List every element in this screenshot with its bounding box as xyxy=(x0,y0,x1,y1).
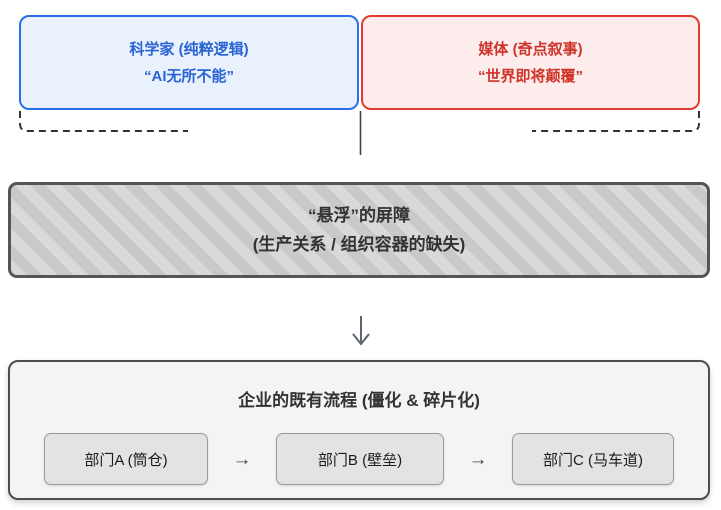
dept-a-box: 部门A (筒仓) xyxy=(44,433,208,485)
scientist-box-line1: 科学家 (纯粹逻辑) xyxy=(129,40,249,58)
barrier-box: “悬浮”的屏障 (生产关系 / 组织容器的缺失) xyxy=(8,182,710,278)
barrier-line2: (生产关系 / 组织容器的缺失) xyxy=(252,235,466,254)
right-arrow-icon: → xyxy=(468,448,488,470)
department-row: 部门A (筒仓) → 部门B (壁垒) → 部门C (马车道) xyxy=(10,433,708,485)
process-container: 企业的既有流程 (僵化 & 碎片化) 部门A (筒仓) → 部门B (壁垒) →… xyxy=(8,360,710,500)
down-arrow-head xyxy=(352,333,370,346)
dept-c-box: 部门C (马车道) xyxy=(512,433,674,485)
dept-b-box: 部门B (壁垒) xyxy=(276,433,444,485)
right-arrow-icon: → xyxy=(232,448,252,470)
media-box-line2: “世界即将颠覆” xyxy=(477,67,583,85)
process-title: 企业的既有流程 (僵化 & 碎片化) xyxy=(238,391,480,410)
scientist-box-line2: “AI无所不能” xyxy=(143,67,234,85)
barrier-line1: “悬浮”的屏障 xyxy=(308,206,410,225)
left-dashed-hanger-line xyxy=(19,111,188,132)
down-arrow-icon xyxy=(352,316,370,346)
media-box-line1: 媒体 (奇点叙事) xyxy=(478,40,583,58)
right-dashed-hanger-line xyxy=(532,111,700,132)
media-box: 媒体 (奇点叙事) “世界即将颠覆” xyxy=(361,15,700,110)
scientist-box: 科学家 (纯粹逻辑) “AI无所不能” xyxy=(19,15,359,110)
